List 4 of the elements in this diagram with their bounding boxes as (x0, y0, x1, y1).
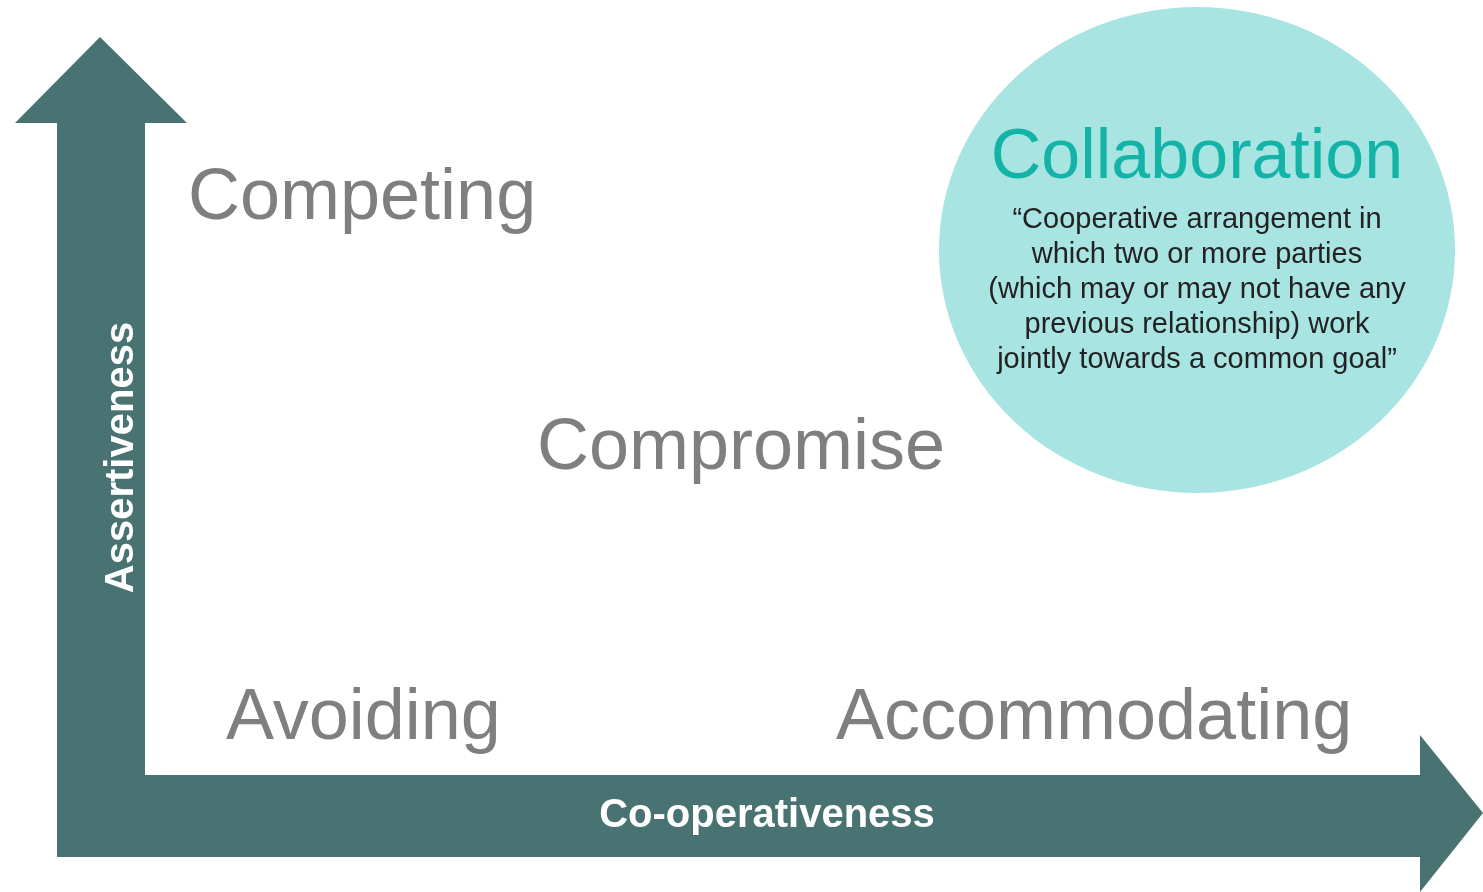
definition-text: “Cooperative arrangement in which two or more parties (which may or may not have any previous relationship) work jointly towards a common goal” (987, 201, 1407, 376)
axis-label: Co-operativeness (599, 791, 935, 835)
heading: Collaboration (989, 119, 1405, 189)
axis-label: Assertiveness (97, 321, 143, 593)
